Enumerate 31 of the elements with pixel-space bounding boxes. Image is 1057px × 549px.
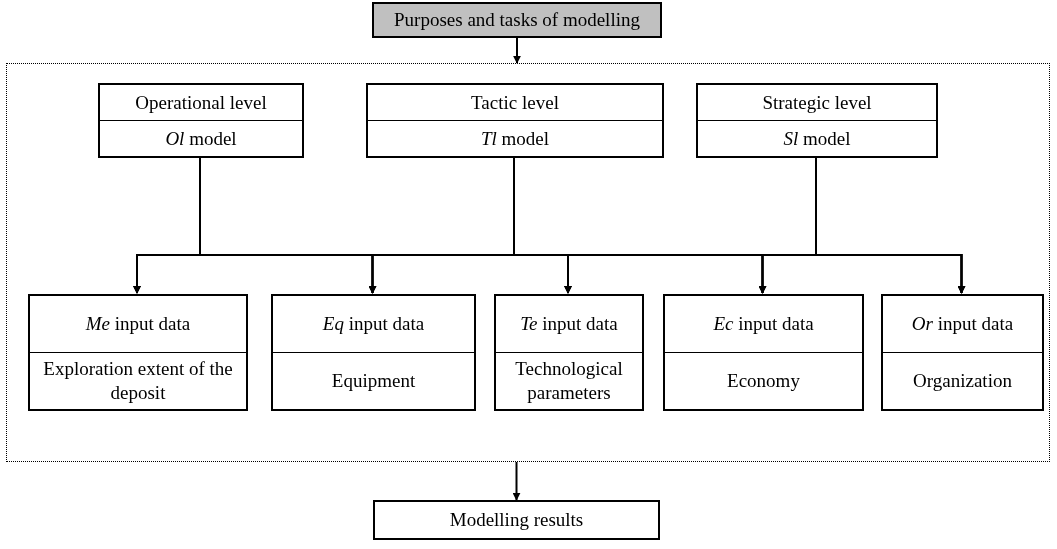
box-heading: Strategic level <box>762 90 872 115</box>
box-heading: Operational level <box>135 90 267 115</box>
box-text: Equipment <box>331 369 416 393</box>
process-box <box>372 2 662 38</box>
box-text: Technological parameters <box>514 357 624 405</box>
dotted-frame <box>6 63 1050 462</box>
box-text: Organization <box>913 369 1012 393</box>
arrow <box>513 37 521 64</box>
box-heading: Tactic level <box>471 90 559 115</box>
box-text: Sl model <box>783 126 851 151</box>
box-text: Purposes and tasks of modelling <box>394 8 640 32</box>
process-box <box>373 500 660 540</box>
arrow <box>512 461 521 501</box>
box-text: Modelling results <box>449 508 584 532</box>
process-box <box>366 83 664 158</box>
box-text: Ol model <box>165 126 237 151</box>
box-heading: Me input data <box>85 312 191 336</box>
process-box <box>28 294 248 411</box>
box-heading: Ec input data <box>713 312 814 336</box>
process-box <box>696 83 938 158</box>
process-box <box>98 83 304 158</box>
box-heading: Or input data <box>911 312 1014 336</box>
box-text: Economy <box>727 369 800 393</box>
box-heading: Te input data <box>520 312 618 336</box>
box-text: Tl model <box>480 126 550 151</box>
process-box <box>494 294 644 411</box>
box-heading: Eq input data <box>322 312 425 336</box>
process-box <box>271 294 476 411</box>
process-box <box>881 294 1044 411</box>
box-text: Exploration extent of the deposit <box>42 357 234 405</box>
process-box <box>663 294 864 411</box>
